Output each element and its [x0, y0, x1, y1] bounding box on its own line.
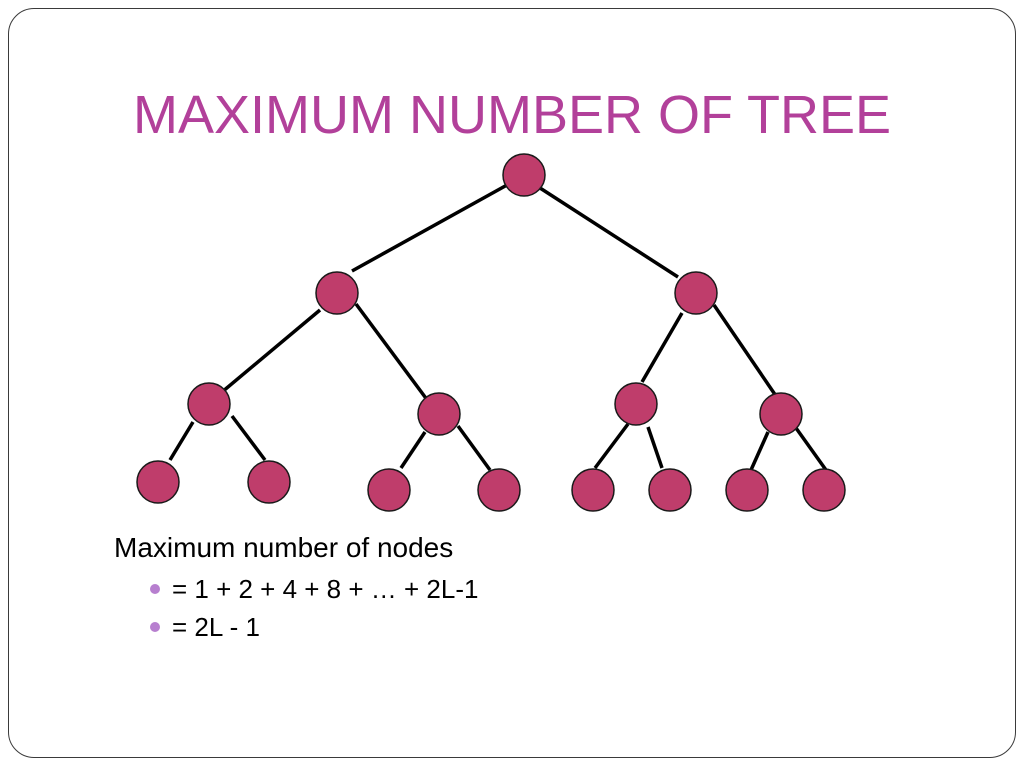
tree-node-leaf	[725, 468, 769, 512]
bullet-dot-icon	[150, 584, 160, 594]
tree-node-leaf	[648, 468, 692, 512]
tree-node-level2	[674, 271, 718, 315]
tree-edge	[593, 422, 630, 470]
tree-node-leaf	[367, 468, 411, 512]
tree-edge	[640, 312, 684, 383]
tree-edge	[168, 421, 195, 461]
tree-edge	[220, 308, 322, 394]
tree-node-leaf	[571, 468, 615, 512]
tree-edge	[749, 431, 770, 471]
tree-edge	[794, 426, 828, 472]
tree-node-leaf	[477, 468, 521, 512]
tree-edge	[351, 183, 508, 273]
tree-node-level3	[417, 392, 461, 436]
tree-edge	[539, 186, 679, 279]
lead-text: Maximum number of nodes	[114, 532, 454, 563]
tree-node-leaf	[247, 460, 291, 504]
slide-frame	[8, 8, 1016, 758]
tree-node-leaf	[802, 468, 846, 512]
slide-title: MAXIMUM NUMBER OF TREE	[132, 85, 892, 145]
tree-node-level3	[187, 382, 231, 426]
tree-edge	[399, 431, 427, 469]
tree-node-level3	[759, 392, 803, 436]
bullet-item: = 2L - 1	[150, 608, 478, 646]
bullet-dot-icon	[150, 622, 160, 632]
tree-node-leaf	[136, 460, 180, 504]
tree-edge	[646, 426, 664, 469]
slide-body: Maximum number of nodes = 1 + 2 + 4 + 8 …	[114, 530, 478, 646]
tree-node-root	[502, 153, 546, 197]
tree-edge	[712, 304, 778, 397]
bullet-item: = 1 + 2 + 4 + 8 + … + 2L-1	[150, 570, 478, 608]
tree-node-level3	[614, 382, 658, 426]
tree-edge	[354, 302, 430, 403]
bullet-list: = 1 + 2 + 4 + 8 + … + 2L-1 = 2L - 1	[150, 570, 478, 646]
bullet-text: = 2L - 1	[172, 612, 260, 642]
tree-node-level2	[315, 271, 359, 315]
tree-edge	[456, 424, 492, 472]
tree-edge	[230, 414, 267, 462]
bullet-text: = 1 + 2 + 4 + 8 + … + 2L-1	[172, 574, 479, 604]
